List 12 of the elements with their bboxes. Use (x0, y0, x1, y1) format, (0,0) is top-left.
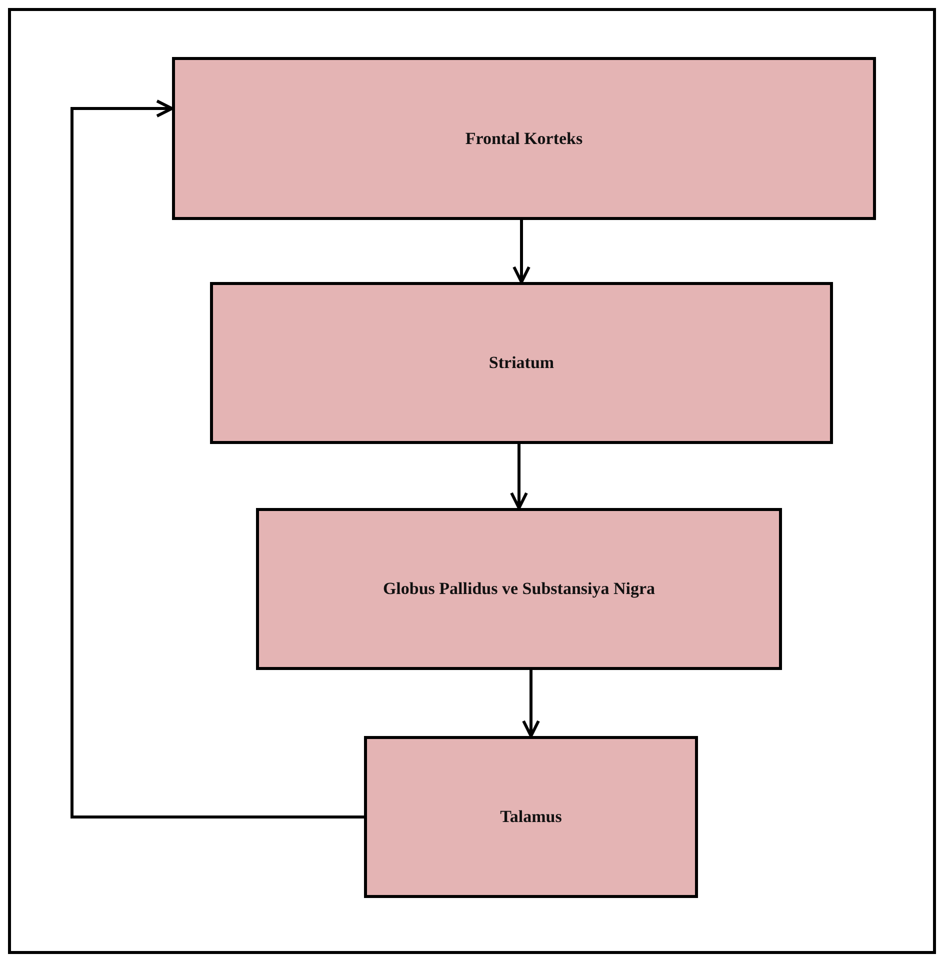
box-label: Talamus (500, 807, 562, 827)
arrow (70, 100, 364, 818)
box-label: Globus Pallidus ve Substansiya Nigra (382, 579, 656, 599)
process-box (256, 508, 782, 670)
box-label: Frontal Korteks (465, 128, 583, 148)
process-box (364, 736, 698, 898)
process-box (172, 57, 876, 220)
box-label: Striatum (488, 353, 554, 373)
arrow (510, 444, 528, 510)
arrow (512, 220, 530, 284)
process-box (210, 282, 833, 444)
arrow (522, 670, 540, 738)
